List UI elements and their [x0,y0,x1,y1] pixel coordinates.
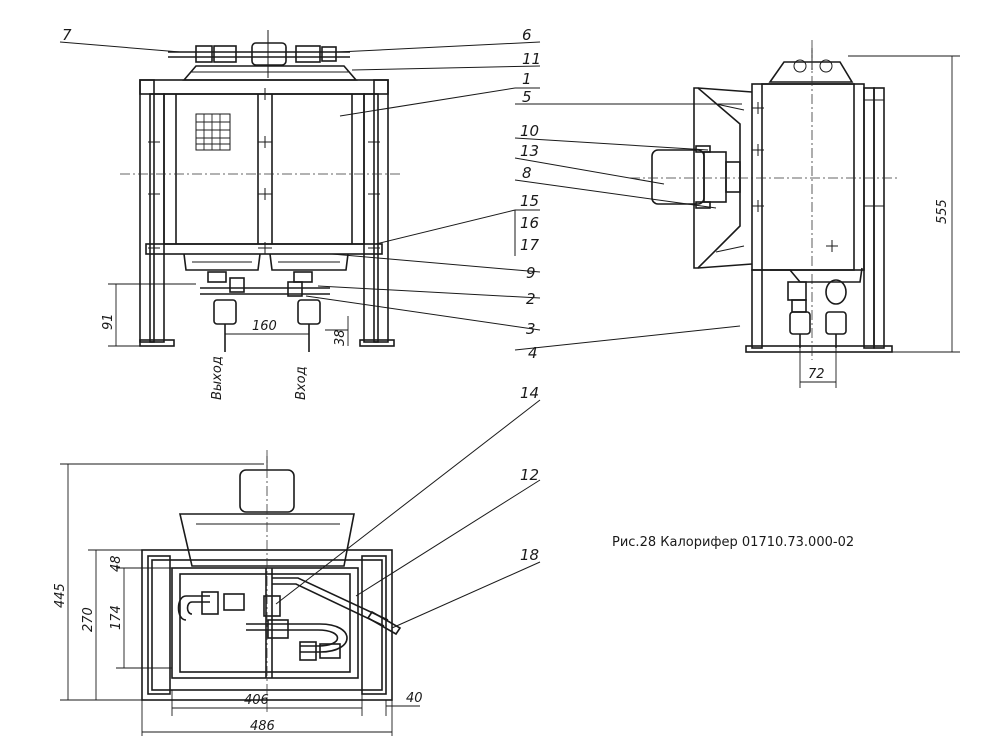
callout-5: 5 [522,88,532,106]
dim-174: 174 [109,605,124,630]
callout-18: 18 [520,546,539,564]
inlet-label: Вход [294,366,309,400]
callout-13: 13 [520,142,539,160]
callout-2: 2 [526,290,536,308]
callout-8: 8 [522,164,532,182]
dim-486: 486 [250,719,275,734]
outlet-label: Выход [210,356,225,400]
callout-4: 4 [528,344,538,362]
dim-270: 270 [81,607,96,632]
callout-16: 16 [520,214,539,232]
dimension-values: 91 160 38 72 555 445 270 174 48 406 40 4… [53,199,950,734]
callout-17: 17 [520,236,540,254]
dim-38: 38 [333,329,348,346]
callout-11: 11 [522,50,541,68]
plan-view [141,450,402,712]
side-view-dimensions [799,55,960,388]
dim-445: 445 [53,583,68,608]
side-view-leaders [514,103,742,351]
callout-10: 10 [520,122,539,140]
dim-406: 406 [244,693,269,708]
plan-view-leaders [275,399,541,629]
dim-160: 160 [252,319,277,334]
dim-40: 40 [406,691,423,706]
callout-12: 12 [520,466,539,484]
callout-14: 14 [520,384,539,402]
dim-555: 555 [935,199,950,224]
side-view [630,40,900,360]
callout-15: 15 [520,192,539,210]
dim-91: 91 [101,313,116,330]
dim-48: 48 [109,555,124,572]
front-view-dimensions [108,283,349,347]
callout-3: 3 [526,320,536,338]
plan-view-dimensions [60,463,420,736]
callout-6: 6 [522,26,532,44]
front-view-leaders [59,41,541,331]
grille-patch [195,113,231,151]
callout-9: 9 [526,264,536,282]
figure-caption: Рис.28 Калорифер 01710.73.000-02 [612,535,854,550]
callout-numbers: 7 6 11 1 5 10 13 8 15 16 17 9 2 3 4 14 1… [62,26,541,564]
callout-1: 1 [522,70,532,88]
callout-7: 7 [62,26,72,44]
dim-72: 72 [808,367,825,382]
front-view [120,30,400,352]
flow-labels: Выход Вход [210,356,309,400]
